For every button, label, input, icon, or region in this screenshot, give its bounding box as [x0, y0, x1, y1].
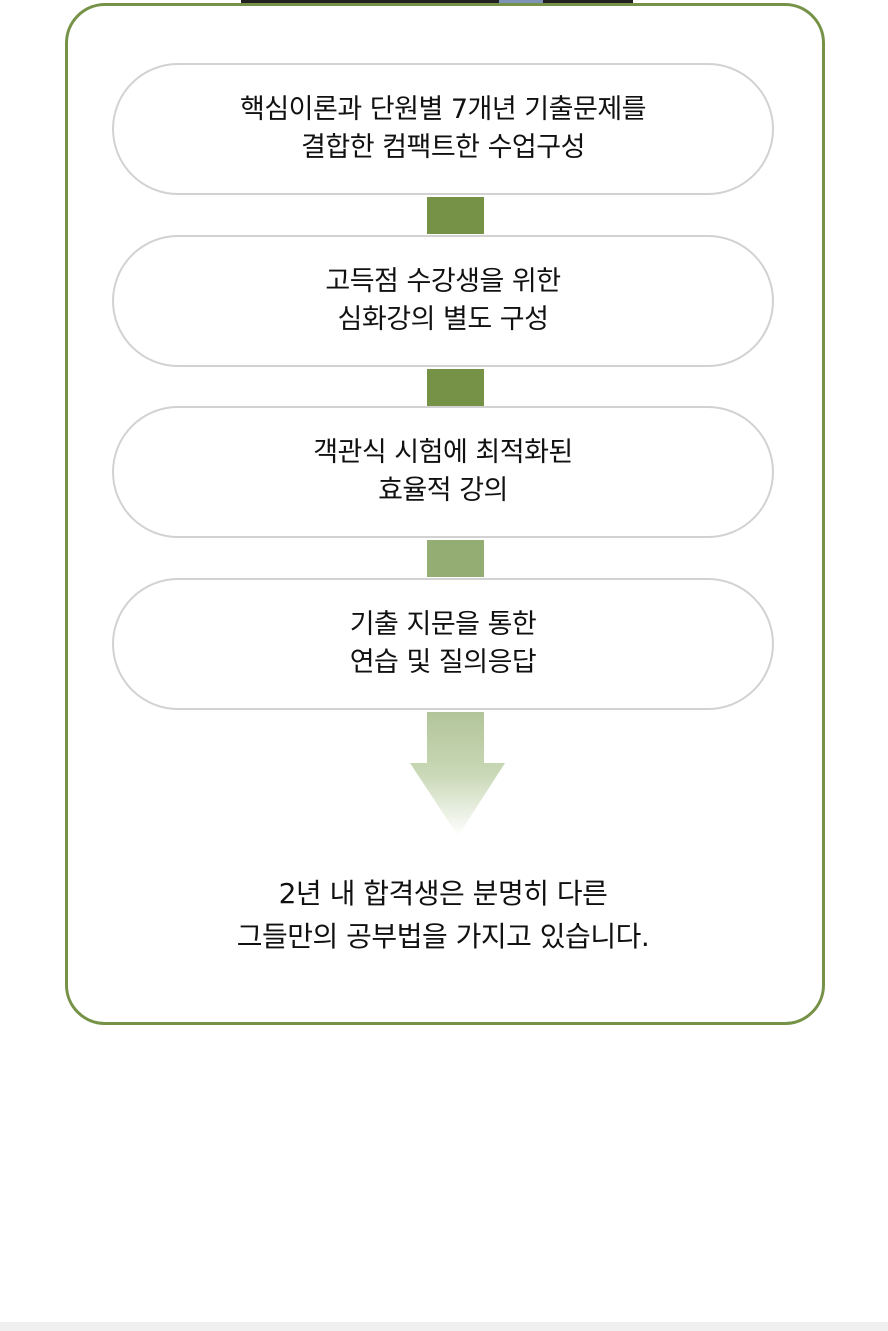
- conclusion-text: 2년 내 합격생은 분명히 다른 그들만의 공부법을 가지고 있습니다.: [112, 872, 774, 958]
- step-1-box: 핵심이론과 단원별 7개년 기출문제를 결합한 컴팩트한 수업구성: [112, 63, 774, 195]
- conclusion-line-2: 그들만의 공부법을 가지고 있습니다.: [236, 920, 650, 953]
- bottom-divider: [0, 1322, 888, 1331]
- step-2-box: 고득점 수강생을 위한 심화강의 별도 구성: [112, 235, 774, 367]
- top-image-accent: [499, 0, 543, 3]
- step-4-line-2: 연습 및 질의응답: [349, 647, 537, 678]
- step-1-line-1: 핵심이론과 단원별 7개년 기출문제를: [239, 94, 647, 125]
- top-image-strip: [241, 0, 633, 3]
- connector-2: [427, 369, 484, 406]
- conclusion-line-1: 2년 내 합격생은 분명히 다른: [278, 877, 608, 910]
- step-2-line-1: 고득점 수강생을 위한: [325, 266, 561, 297]
- step-4-line-1: 기출 지문을 통한: [349, 609, 537, 640]
- step-3-line-2: 효율적 강의: [378, 475, 508, 506]
- connector-1: [427, 197, 484, 234]
- down-arrow-icon: [410, 712, 505, 836]
- step-1-line-2: 결합한 컴팩트한 수업구성: [301, 132, 585, 163]
- step-3-line-1: 객관식 시험에 최적화된: [313, 437, 573, 468]
- step-2-line-2: 심화강의 별도 구성: [337, 304, 549, 335]
- step-3-box: 객관식 시험에 최적화된 효율적 강의: [112, 406, 774, 538]
- step-4-box: 기출 지문을 통한 연습 및 질의응답: [112, 578, 774, 710]
- connector-3: [427, 540, 484, 577]
